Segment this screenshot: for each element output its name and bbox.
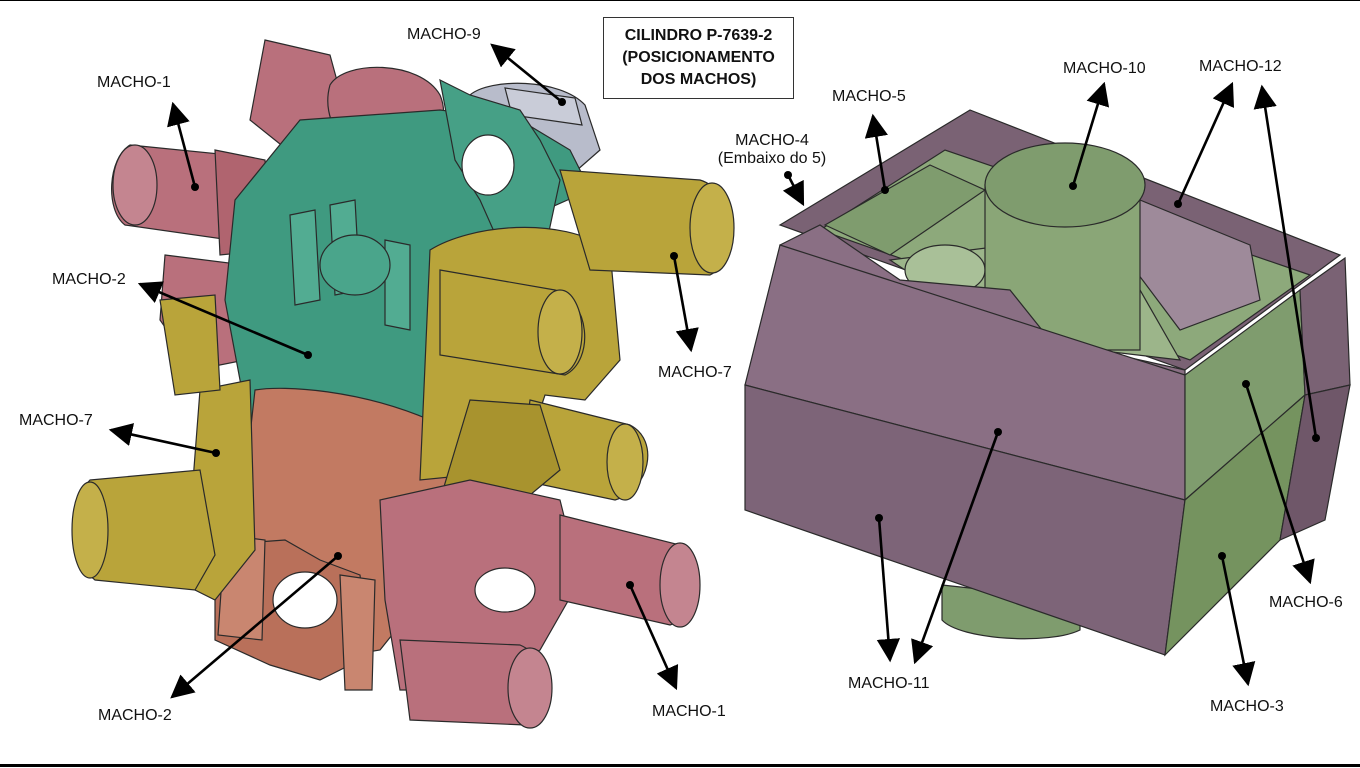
label-macho-4-note: (Embaixo do 5) xyxy=(717,150,827,167)
label-macho-11: MACHO-11 xyxy=(848,675,930,692)
macho-2-window xyxy=(461,134,515,196)
right-core-assembly xyxy=(744,109,1351,657)
arrow-macho-12-a xyxy=(1176,81,1235,205)
arrow-macho-11-b xyxy=(911,431,1000,665)
label-macho-1-top: MACHO-1 xyxy=(97,74,171,91)
label-macho-4: MACHO-4 (Embaixo do 5) xyxy=(712,132,832,168)
label-macho-7-right: MACHO-7 xyxy=(658,364,732,381)
arrow-macho-6 xyxy=(1244,383,1315,585)
label-macho-2-mid: MACHO-2 xyxy=(52,271,126,288)
label-macho-2-bottom: MACHO-2 xyxy=(98,707,172,724)
macho-7-left-upper xyxy=(159,294,221,396)
title-line-1: CILINDRO P-7639-2 xyxy=(624,27,773,44)
arrow-macho-11-a xyxy=(876,517,901,663)
label-macho-6: MACHO-6 xyxy=(1269,594,1343,611)
arrow-macho-2-bottom xyxy=(170,555,339,699)
arrow-macho-3 xyxy=(1220,555,1256,687)
macho-2-slot-3 xyxy=(384,239,411,331)
arrow-macho-7-right xyxy=(672,255,699,353)
arrow-anchor-dots xyxy=(191,98,1320,589)
label-macho-12: MACHO-12 xyxy=(1199,58,1282,75)
arrow-macho-9 xyxy=(490,43,563,104)
label-macho-3: MACHO-3 xyxy=(1210,698,1284,715)
macho-10-cap xyxy=(984,142,1146,228)
left-core-assembly xyxy=(71,39,735,729)
arrow-macho-12-b xyxy=(1253,84,1318,439)
title-box: CILINDRO P-7639-2 (POSICIONAMENTO DOS MA… xyxy=(603,17,794,99)
arrow-macho-4 xyxy=(782,174,805,207)
label-macho-10: MACHO-10 xyxy=(1063,60,1146,77)
arrow-macho-7-left xyxy=(108,423,217,455)
arrow-macho-10 xyxy=(1071,81,1110,187)
arrow-macho-1-top xyxy=(167,101,197,188)
arrow-macho-1-bottom xyxy=(628,584,679,691)
label-macho-4-title: MACHO-4 xyxy=(735,132,809,149)
macho-12-side-lower xyxy=(1279,384,1351,542)
macho-2-lower-window xyxy=(272,571,338,629)
bottom-border xyxy=(0,764,1360,767)
macho-2-slot-1 xyxy=(289,209,321,306)
label-macho-9: MACHO-9 xyxy=(407,26,481,43)
title-line-3: DOS MACHOS) xyxy=(640,71,757,88)
top-border xyxy=(0,0,1360,1)
arrow-macho-2-mid xyxy=(137,281,309,357)
label-macho-7-left: MACHO-7 xyxy=(19,412,93,429)
label-macho-5: MACHO-5 xyxy=(832,88,906,105)
arrow-macho-5 xyxy=(864,113,888,191)
leader-arrows xyxy=(108,43,1318,699)
title-line-2: (POSICIONAMENTO xyxy=(622,49,775,66)
label-macho-1-bottom: MACHO-1 xyxy=(652,703,726,720)
